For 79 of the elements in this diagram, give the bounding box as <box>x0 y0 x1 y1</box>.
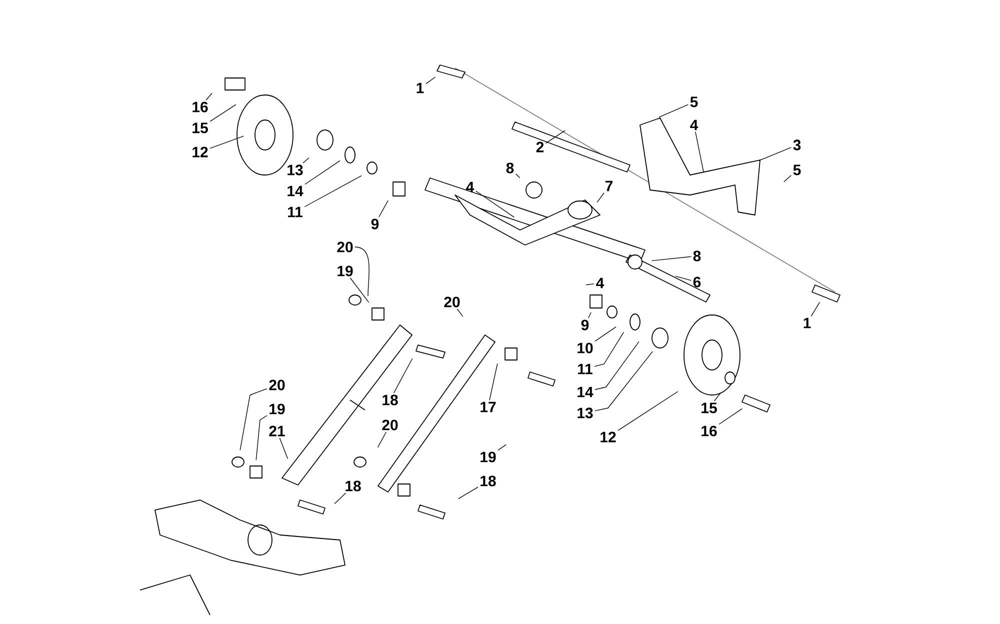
callout-number: 17 <box>480 402 496 412</box>
callout-number: 9 <box>371 218 379 230</box>
callout-number: 20 <box>444 296 460 308</box>
leader-line <box>675 276 692 281</box>
callout-number: 12 <box>192 146 208 158</box>
callout-number: 14 <box>578 386 594 398</box>
callout-number: 4 <box>596 278 604 288</box>
callout-number: 7 <box>605 180 613 192</box>
leader-line <box>594 326 616 342</box>
leader-line <box>588 312 592 318</box>
callout-number: 8 <box>506 162 514 174</box>
callout-number: 18 <box>480 476 496 486</box>
callout-number: 11 <box>578 364 593 374</box>
callout-number: 19 <box>480 452 496 462</box>
leader-line <box>718 408 742 425</box>
callout-number: 4 <box>466 182 474 192</box>
leader-line <box>714 392 722 402</box>
callout-number: 10 <box>578 342 593 354</box>
callout-number: 5 <box>793 164 801 176</box>
callout-number: 18 <box>346 480 361 492</box>
leader-line <box>546 130 566 144</box>
callout-number: 2 <box>536 142 544 152</box>
leader-line <box>458 486 478 500</box>
leader-line <box>586 283 594 286</box>
leader-line <box>210 136 244 149</box>
callout-number: 19 <box>338 266 353 276</box>
leader-line <box>810 302 820 316</box>
leader-line <box>658 104 688 118</box>
leader-line <box>279 438 288 460</box>
leader-line <box>456 308 464 317</box>
leader-line <box>618 391 678 431</box>
callout-number: 16 <box>192 102 208 112</box>
leader-line <box>426 76 436 84</box>
leader-line <box>378 200 388 218</box>
callout-number: 11 <box>288 206 303 218</box>
callout-number: 12 <box>600 432 616 442</box>
leader-line <box>302 158 310 164</box>
callout-number: 5 <box>690 96 698 108</box>
leader-line <box>695 132 704 173</box>
leader-line <box>304 160 340 185</box>
callout-number: 15 <box>192 122 208 134</box>
leader-line <box>377 432 387 448</box>
leader-line <box>354 246 370 296</box>
callout-number: 14 <box>288 186 304 196</box>
callout-number: 1 <box>416 82 424 94</box>
callout-number: 3 <box>793 140 801 150</box>
callout-number: 20 <box>337 242 353 252</box>
callout-number: 9 <box>581 320 589 330</box>
leader-line <box>596 192 604 203</box>
callout-number: 20 <box>269 380 285 390</box>
leader-line <box>206 92 212 100</box>
callout-number: 20 <box>382 420 398 430</box>
leader-line <box>784 174 792 182</box>
leader-line <box>489 363 498 400</box>
leader-line <box>758 147 792 161</box>
callout-number: 18 <box>382 394 398 406</box>
leader-line <box>304 175 362 208</box>
leader-line <box>594 332 624 367</box>
callout-number: 4 <box>690 120 698 130</box>
callout-number: 1 <box>804 318 811 328</box>
callout-number: 19 <box>270 404 285 414</box>
leader-line <box>498 444 506 451</box>
callout-number: 8 <box>693 250 701 262</box>
callout-number: 13 <box>578 408 593 418</box>
leader-line <box>652 256 692 262</box>
leader-line <box>350 278 370 303</box>
leader-line <box>334 492 346 504</box>
callout-number: 6 <box>693 276 701 288</box>
leader-line <box>516 174 520 178</box>
callout-number: 15 <box>702 402 717 414</box>
leader-line <box>210 104 236 122</box>
leader-line <box>594 341 640 390</box>
leader-line <box>240 388 268 451</box>
callout-number: 16 <box>702 426 717 436</box>
callout-number: 13 <box>288 164 303 176</box>
leader-line <box>594 351 653 412</box>
leader-line <box>256 415 268 460</box>
leader-line <box>393 358 413 394</box>
callout-number: 21 <box>269 426 285 436</box>
